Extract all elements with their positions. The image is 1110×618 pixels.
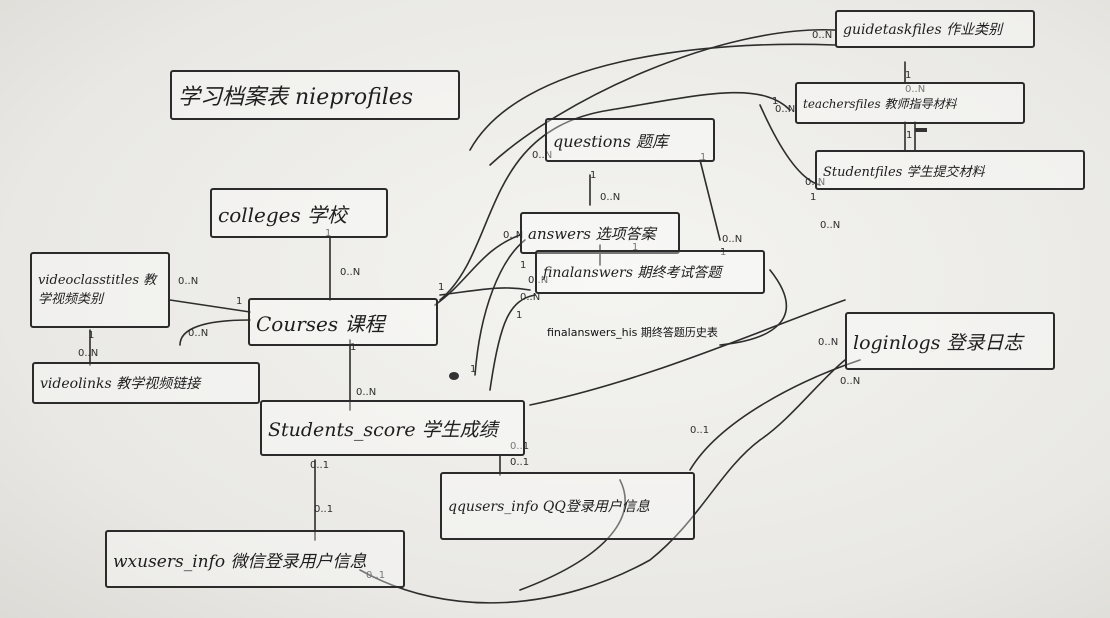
line-courses-teachers: [439, 91, 791, 301]
card-c03: 0..N: [905, 84, 925, 95]
line-courses-videoclass: [169, 299, 251, 313]
line-qq-loginlogs: [689, 359, 861, 471]
card-c34: 0..1: [310, 460, 329, 471]
card-c22: 0..N: [178, 276, 198, 287]
line-wx-loginlogs: [359, 439, 761, 604]
finalanswers-his-note: finalanswers_his 期终答题历史表: [547, 326, 718, 339]
card-c23: 0..N: [188, 328, 208, 339]
card-c05: 0..N: [775, 104, 795, 115]
entity-qqusers-info: qqusers_info QQ登录用户信息: [440, 472, 695, 540]
line-score-loginlogs: [529, 299, 846, 406]
card-c28: 1: [88, 330, 94, 341]
card-c31: 0..N: [840, 376, 860, 387]
entity-courses: Courses 课程: [248, 298, 438, 346]
line-courses-finalanswers: [439, 287, 531, 296]
line-questions-finalanswers: [699, 159, 721, 241]
line-questions-guide: [489, 29, 836, 166]
line-courses-videolinks: [179, 319, 251, 346]
entity-guidetaskfiles: guidetaskfiles 作业类别: [835, 10, 1035, 48]
card-c24: 1: [236, 296, 242, 307]
card-c35: 0..1: [314, 504, 333, 515]
entity-students-score: Students_score 学生成绩: [260, 400, 525, 456]
card-c20: 0..N: [528, 275, 548, 286]
line-score-answers: [474, 239, 526, 376]
card-c13: 0..N: [600, 192, 620, 203]
entity-colleges: colleges 学校: [210, 188, 388, 238]
card-c06: 1: [906, 130, 912, 141]
line-courses-guide: [469, 43, 836, 151]
entity-nieprofiles: 学习档案表 nieprofiles: [170, 70, 460, 120]
card-c29: 0..N: [356, 387, 376, 398]
card-c19: 1: [520, 260, 526, 271]
card-c04: 1: [772, 96, 778, 107]
entity-questions: questions 题库: [545, 118, 715, 162]
card-c09: 0..N: [820, 220, 840, 231]
entity-videolinks: videolinks 教学视频链接: [32, 362, 260, 404]
card-c10: 0..N: [532, 150, 552, 161]
entity-finalanswers: finalanswers 期终考试答题: [535, 250, 765, 294]
card-c37: 0..1: [366, 570, 385, 581]
card-c16: 1: [632, 242, 638, 253]
card-c02: 1: [905, 70, 911, 81]
card-c21: 1: [438, 282, 444, 293]
card-c01: 0..N: [812, 30, 832, 41]
card-c38: 1: [350, 342, 356, 353]
card-c15: 0..N: [503, 230, 523, 241]
entity-videoclasstitles: videoclasstitles 教学视频类别: [30, 252, 170, 328]
line-teachers-student-arc: [759, 104, 821, 186]
card-c40: 1: [720, 247, 726, 258]
card-c17: 0..N: [722, 234, 742, 245]
card-c12: 1: [700, 152, 706, 163]
card-c26: 1: [516, 310, 522, 321]
entity-teachersfiles: teachersfiles 教师指导材料: [795, 82, 1025, 124]
line-courses-answers: [434, 234, 521, 306]
card-c30: 0..N: [818, 337, 838, 348]
card-c32: 0..1: [510, 441, 529, 452]
entity-wxusers-info: wxusers_info 微信登录用户信息: [105, 530, 405, 588]
ink-mark: [915, 128, 927, 132]
entity-studentfiles: Studentfiles 学生提交材料: [815, 150, 1085, 190]
card-c08: 1: [810, 192, 816, 203]
line-score-finalanswers: [489, 294, 536, 391]
card-c11: 1: [590, 170, 596, 181]
card-c25: 0..N: [520, 292, 540, 303]
card-c18: 0..N: [340, 267, 360, 278]
card-c33: 0..1: [510, 457, 529, 468]
card-c36: 0..1: [690, 425, 709, 436]
card-c14: 1: [325, 228, 331, 239]
card-c39: 1: [470, 364, 476, 375]
line-loginlogs-down: [759, 359, 846, 441]
entity-answers: answers 选项答案: [520, 212, 680, 254]
card-c27: 0..N: [78, 348, 98, 359]
entity-loginlogs: loginlogs 登录日志: [845, 312, 1055, 370]
line-finalanswers-arc: [719, 269, 788, 346]
ink-blot: [449, 372, 459, 380]
